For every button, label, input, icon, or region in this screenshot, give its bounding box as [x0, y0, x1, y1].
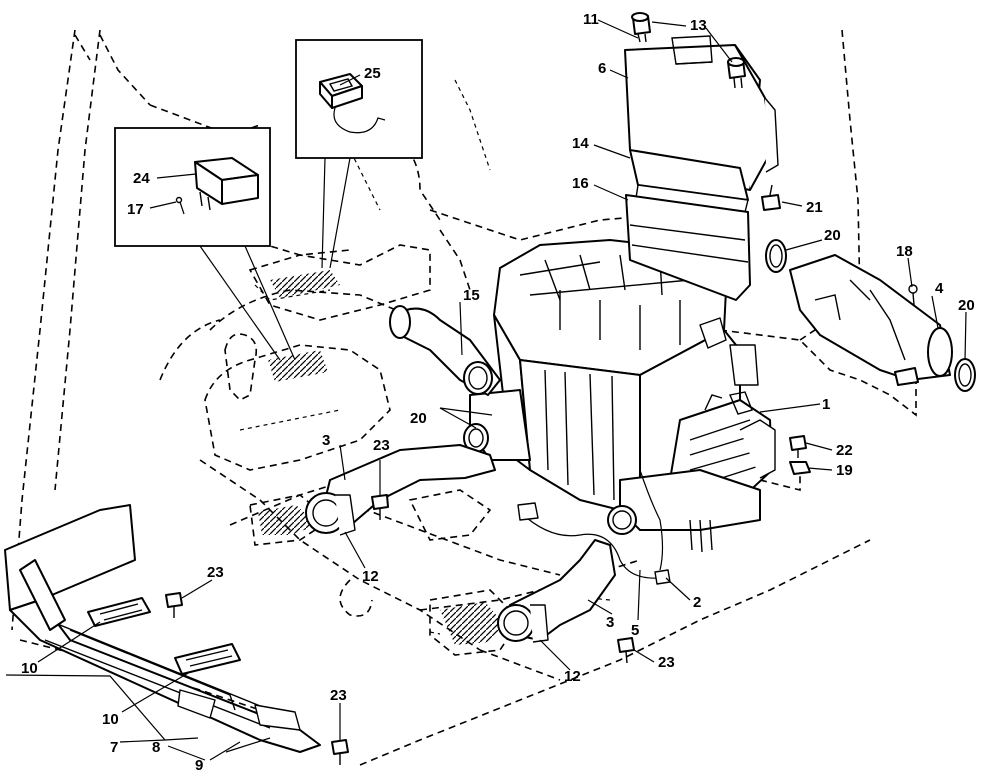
callout-11: 11: [583, 11, 599, 28]
callout-5: 5: [631, 622, 639, 639]
inset-25: [295, 39, 423, 269]
knob-11: [631, 12, 651, 43]
bolt-23-mid: [371, 494, 389, 520]
callout-7: 7: [110, 739, 118, 756]
clamp-20-right: [954, 358, 976, 392]
callout-12-lower: 12: [564, 668, 581, 685]
callout-4: 4: [935, 280, 944, 297]
clamp-20-top: [765, 239, 787, 273]
callout-20-right: 20: [958, 297, 975, 314]
callout-1: 1: [822, 396, 830, 413]
callout-20-mid: 20: [410, 410, 427, 427]
bolt-23-left: [165, 592, 183, 618]
duct-3-upper: [305, 444, 496, 536]
bolt-23-bottom: [331, 739, 349, 765]
callout-10-left: 10: [21, 660, 38, 677]
filter-16: [625, 194, 751, 301]
leader-lines: [5, 19, 967, 761]
callout-23-low: 23: [658, 654, 675, 671]
harness-5: [517, 469, 671, 585]
callout-15: 15: [463, 287, 480, 304]
callout-17: 17: [127, 201, 144, 218]
callout-13: 13: [690, 17, 707, 34]
duct-3-lower: [497, 505, 637, 643]
callout-8: 8: [152, 739, 160, 756]
screw-17: [175, 196, 185, 215]
callout-6: 6: [598, 60, 606, 77]
knob-13: [727, 57, 746, 89]
callout-20-top: 20: [824, 227, 841, 244]
callout-16: 16: [572, 175, 589, 192]
callout-21: 21: [806, 199, 823, 216]
duct-4: [789, 254, 953, 386]
floor-panel: [4, 504, 321, 753]
callout-23-bottom: 23: [330, 687, 347, 704]
control-console: [204, 244, 611, 656]
screw-18: [908, 284, 918, 306]
relay-24: [194, 157, 259, 211]
callout-3-upper: 3: [322, 432, 330, 449]
bolt-22: [789, 435, 807, 458]
callout-24: 24: [133, 170, 150, 187]
callout-23-mid: 23: [373, 437, 390, 454]
inset-24: [114, 127, 296, 361]
filter-14: [629, 149, 749, 213]
callout-9: 9: [195, 757, 203, 774]
callout-14: 14: [572, 135, 589, 152]
duct-15: [389, 305, 501, 396]
nut-19: [789, 461, 811, 475]
callout-12-upper: 12: [362, 568, 379, 585]
callout-25: 25: [364, 65, 381, 82]
callout-labels: 11 13 6 25 14 16 24 17 21 20 18 4 20 15 …: [21, 11, 975, 774]
callout-22: 22: [836, 442, 853, 459]
callout-23-left: 23: [207, 564, 224, 581]
callout-19: 19: [836, 462, 853, 479]
bolt-21: [761, 184, 781, 211]
callout-10-right: 10: [102, 711, 119, 728]
callout-3-lower: 3: [606, 614, 614, 631]
callout-2: 2: [693, 594, 701, 611]
callout-18: 18: [896, 243, 913, 260]
